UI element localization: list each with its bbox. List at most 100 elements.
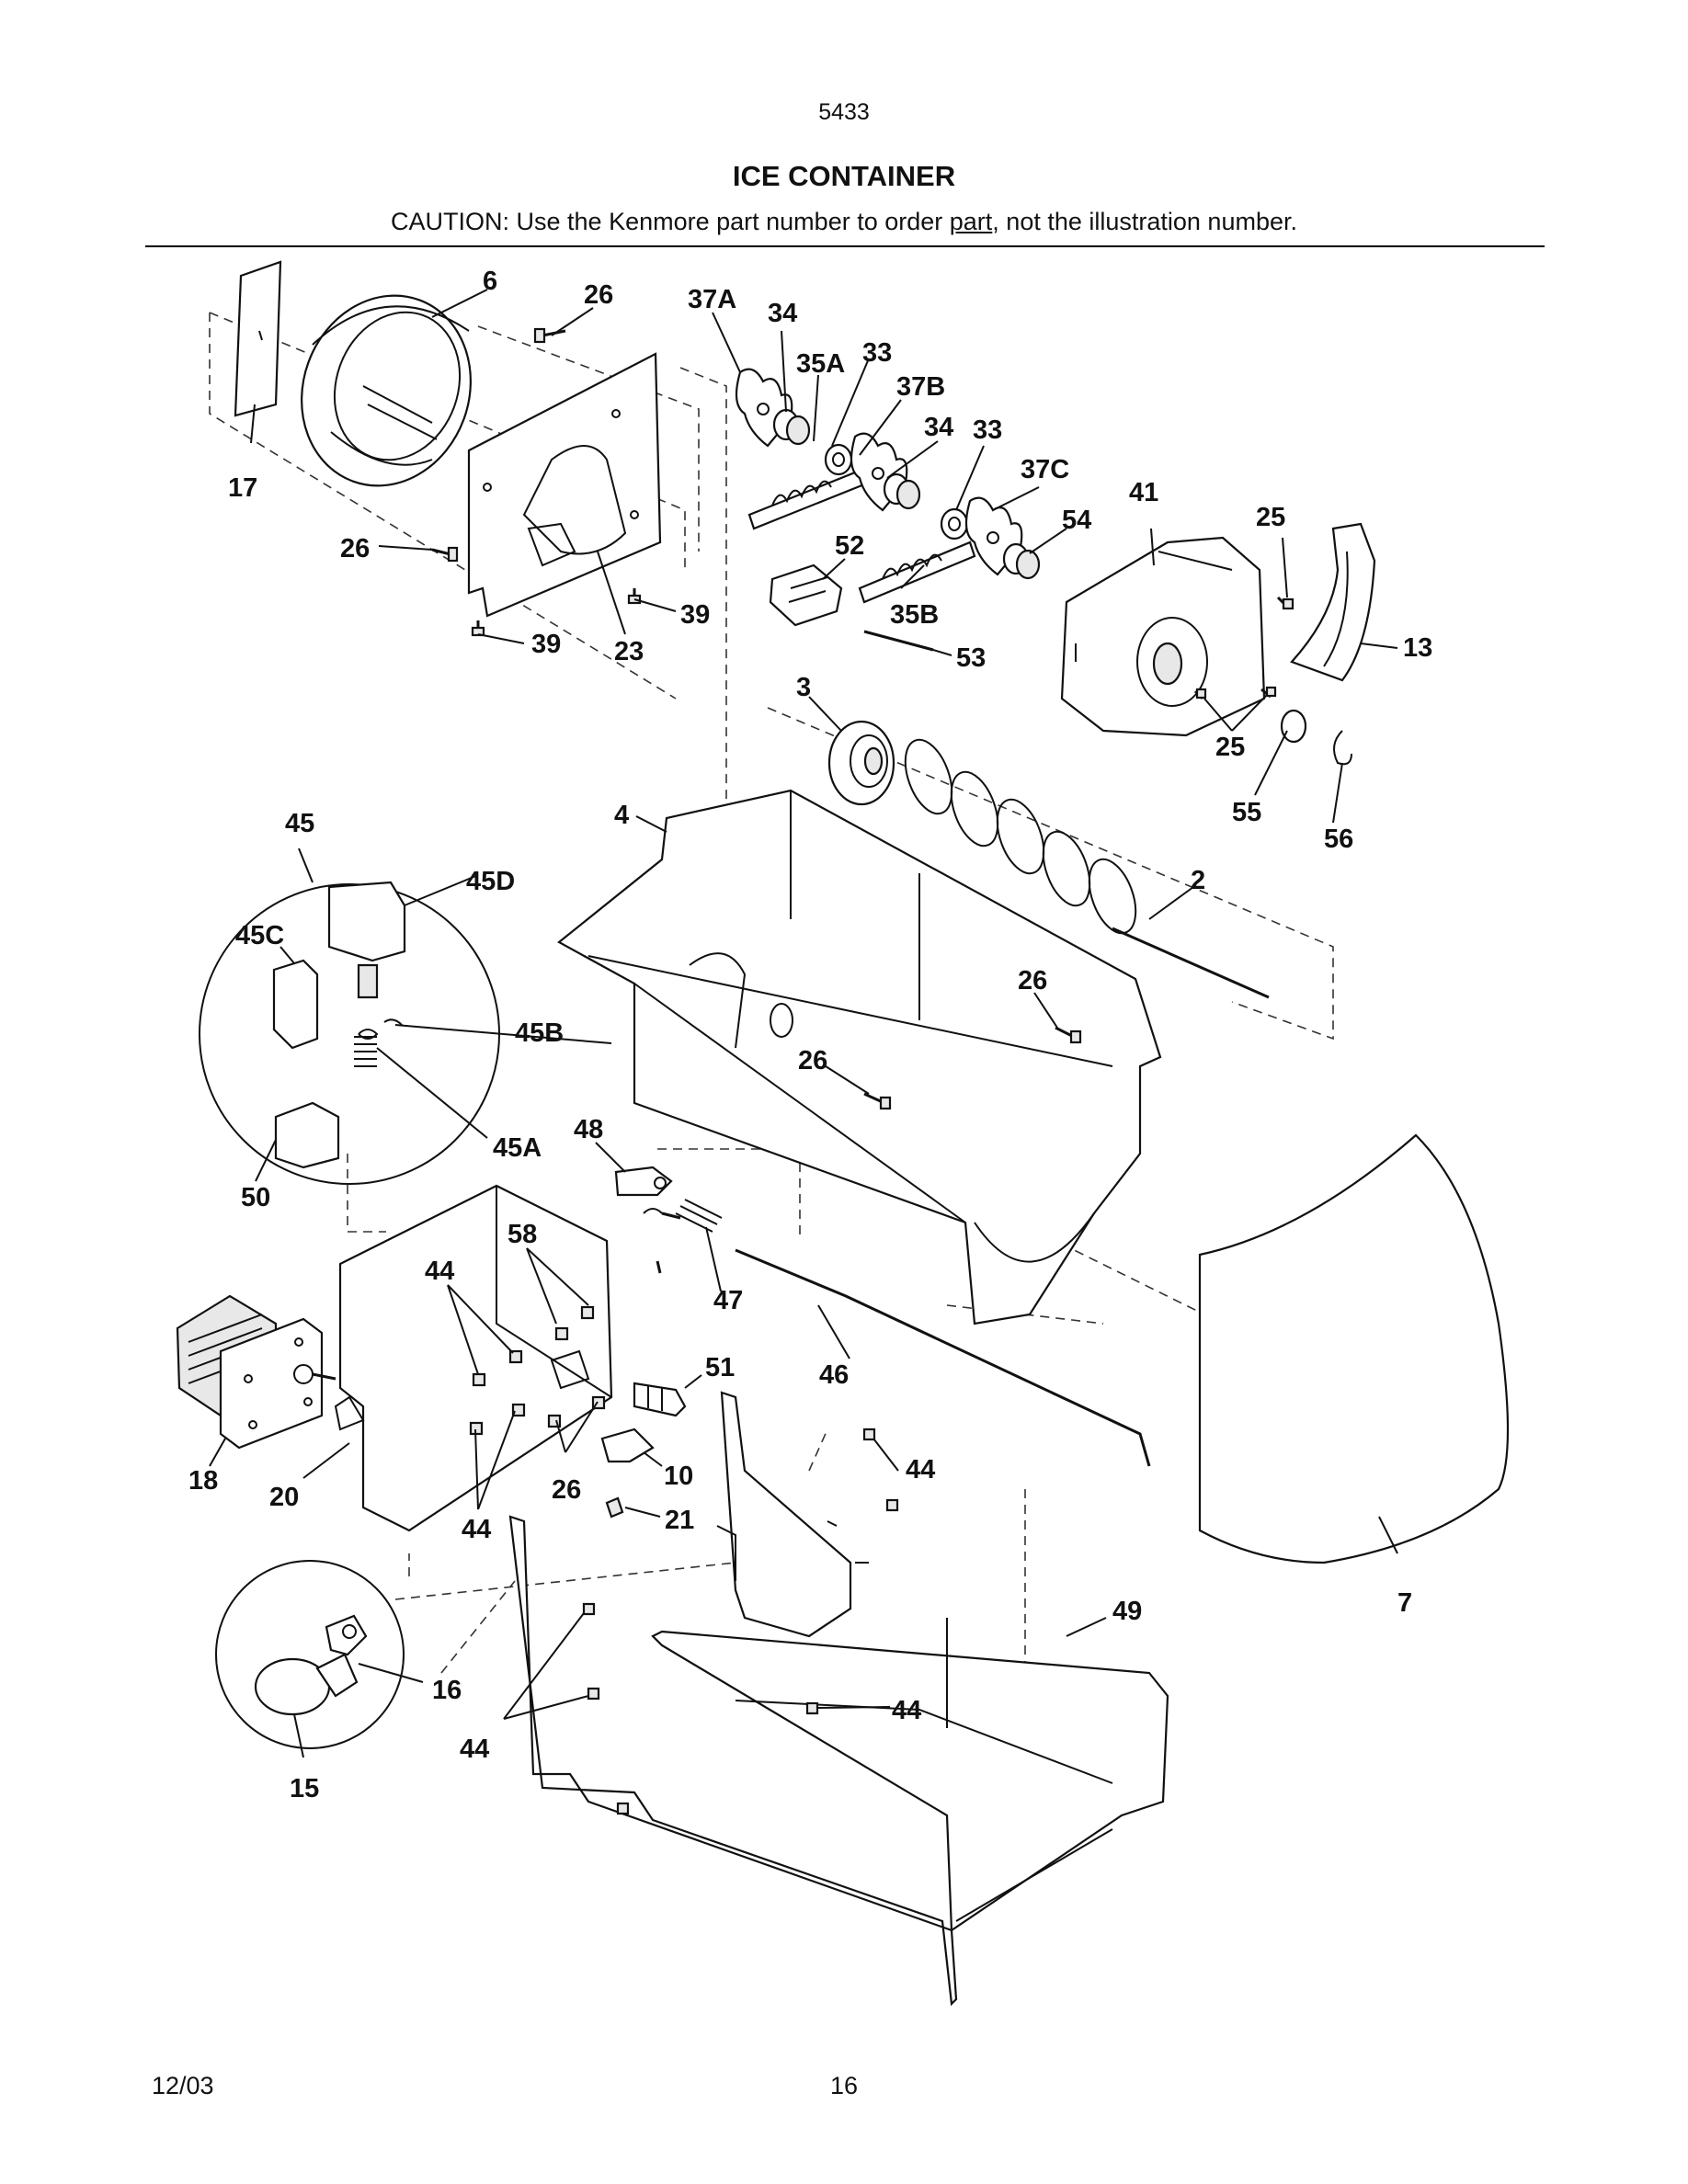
part-54-bearing [1002,542,1041,580]
part-34-bushing-a [772,408,811,446]
part-13-ice-chute [1290,522,1376,682]
callout-18: 18 [188,1466,218,1496]
callout-26-left: 26 [340,534,370,563]
callout-20: 20 [269,1483,299,1512]
callout-34-top: 34 [768,299,797,328]
callout-16: 16 [432,1676,462,1705]
part-21-clip [605,1496,624,1519]
page-title: ICE CONTAINER [732,160,956,192]
callout-25-bottom: 25 [1215,733,1245,762]
callout-44-housing-bottom: 44 [462,1515,491,1544]
part-20-motor-bracket [334,1184,613,1532]
callout-13: 13 [1403,633,1432,663]
callout-6: 6 [483,267,497,296]
screws-housing-25 [1193,596,1295,700]
callout-23: 23 [614,637,644,666]
callout-10: 10 [664,1462,693,1491]
callout-48: 48 [574,1115,603,1144]
callout-37c: 37C [1021,455,1069,484]
callout-35a: 35A [796,349,845,379]
page-code: 5433 [818,99,870,125]
callout-26-center: 26 [798,1046,827,1075]
callout-44-frame-left: 44 [460,1735,489,1764]
part-56-retaining-clip [1333,730,1352,766]
part-33-washer-b [940,507,969,540]
caution-underlined-word: part [949,208,993,235]
part-55-seal-ring [1280,709,1307,744]
screws-housing-44-58 [469,1305,606,1436]
header-rule [145,245,1545,247]
callout-51: 51 [705,1353,735,1382]
callout-58: 58 [508,1220,537,1249]
part-10-cam [600,1428,655,1463]
callout-53: 53 [956,643,986,673]
part-23-mounting-plate [467,352,662,618]
callout-45a: 45A [493,1133,542,1163]
callout-45d: 45D [466,867,515,896]
callout-47: 47 [713,1286,743,1315]
callout-34-mid: 34 [924,413,953,442]
callout-26-right: 26 [1018,966,1047,995]
part-18-drive-motor [176,1294,336,1450]
callout-56: 56 [1324,825,1353,854]
callout-26-top: 26 [584,280,613,310]
detail-16-bulb-socket [215,1560,405,1749]
part-49-bin-frame [508,1391,1169,2007]
part-33-washer-a [824,443,853,476]
callout-17: 17 [228,473,257,503]
callout-33-top: 33 [862,338,892,368]
part-48-bracket [614,1166,673,1197]
callout-45b: 45B [515,1018,564,1048]
part-34-bushing-b [883,472,921,510]
caution-text-end: , not the illustration number. [992,208,1297,235]
part-4-ice-bin [557,789,1162,1325]
callout-50: 50 [241,1183,270,1212]
callout-55: 55 [1232,798,1261,827]
part-52-actuator [769,563,843,627]
caution-text-start: CAUTION: Use the Kenmore part number to … [391,208,950,235]
callout-52: 52 [835,531,864,561]
callout-44-frame-right: 44 [906,1455,935,1484]
callout-21: 21 [665,1506,694,1535]
part-3-bearing-assembly [827,720,895,806]
callout-49: 49 [1112,1597,1142,1626]
callout-37b: 37B [896,372,945,402]
callout-44-housing-top: 44 [425,1257,454,1286]
callout-leaders [209,289,1398,1758]
callout-labels: 6 26 37A 34 35A 33 37B 34 33 37C 41 54 2… [188,267,1432,1803]
part-51-shaft-coupler [633,1382,687,1417]
footer-page-number: 16 [829,2072,859,2099]
callout-15: 15 [290,1774,319,1803]
part-53-pin [863,630,934,652]
callout-41: 41 [1129,478,1158,507]
callout-45: 45 [285,809,314,838]
part-17-strip [234,260,282,417]
part-47-spring [643,1199,723,1274]
callout-26-housing: 26 [552,1475,581,1505]
callout-3: 3 [796,673,811,702]
callout-37a: 37A [688,285,736,314]
callout-39-right: 39 [680,600,710,630]
callout-54: 54 [1062,506,1091,535]
callout-7: 7 [1397,1588,1412,1618]
callout-35b: 35B [890,600,939,630]
part-7-front-cover [1198,1133,1510,1564]
screws-frame-44 [582,1428,899,1815]
part-35a-rack [747,467,871,530]
part-6-auger-drum [301,294,472,487]
callout-39-left: 39 [531,630,561,659]
callout-46: 46 [819,1360,849,1390]
callout-44-frame-center: 44 [892,1696,921,1725]
footer-date: 12/03 [152,2072,214,2099]
part-2-auger-coil [904,738,1270,999]
callout-2: 2 [1191,866,1205,895]
callout-33-mid: 33 [973,415,1002,445]
callout-25-top: 25 [1256,503,1285,532]
callout-45c: 45C [235,921,284,950]
screws-bin-26 [863,1026,1082,1110]
part-41-auger-housing [1060,536,1266,737]
part-46-rod [735,1248,1151,1467]
caution-note: CAUTION: Use the Kenmore part number to … [0,208,1688,236]
callout-4: 4 [614,801,629,830]
